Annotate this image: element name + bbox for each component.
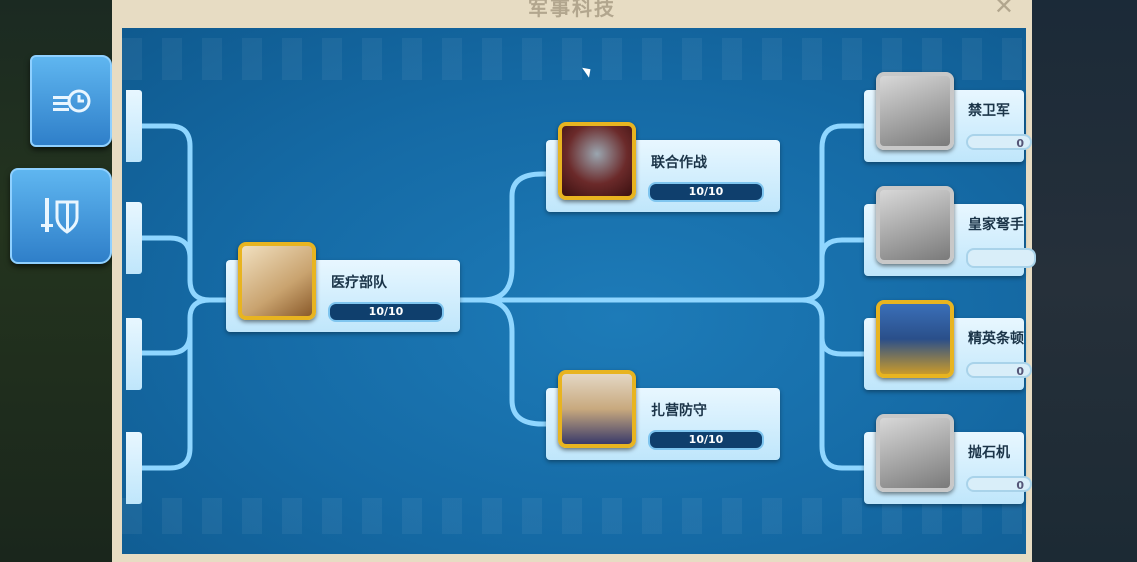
unit-progress-bar: 0 [966,476,1032,492]
unit-card-trebuchet[interactable]: 抛石机 0 [864,414,1032,504]
tech-progress-bar: 10/10 [328,302,444,322]
tech-card-medical[interactable]: 医疗部队 10/10 [226,242,460,332]
unit-name: 抛石机 [968,445,1010,461]
tech-progress-bar: 10/10 [648,430,764,450]
tech-name: 扎营防守 [651,403,707,419]
tech-name: 医疗部队 [331,275,387,291]
tree-stub-1 [126,90,142,162]
close-icon[interactable]: ✕ [993,0,1014,20]
unit-name: 精英条顿 [968,331,1024,347]
window-title: 军事科技 [528,0,616,20]
unit-name: 皇家弩手 [968,217,1024,233]
tree-stub-2 [126,202,142,274]
spear-icon [558,122,636,200]
trebuchet-icon [876,414,954,492]
pattern-border-top [122,38,1026,80]
side-tab-military[interactable] [10,168,112,264]
tech-card-camp-defense[interactable]: 扎营防守 10/10 [546,370,780,460]
tech-progress-bar: 10/10 [648,182,764,202]
side-tab-economy[interactable] [30,55,112,147]
unit-card-teutonic[interactable]: 精英条顿 0 [864,300,1032,390]
guard-icon [876,72,954,150]
unit-progress-bar: 0 [966,134,1032,150]
unit-card-royal-crossbow[interactable]: 皇家弩手 [864,186,1036,276]
tech-card-combined-arms[interactable]: 联合作战 10/10 [546,122,780,212]
unit-progress-bar [966,248,1036,268]
tree-stub-3 [126,318,142,390]
bandage-icon [238,242,316,320]
coin-clock-icon [53,89,91,113]
tree-stub-4 [126,432,142,504]
unit-progress-bar: 0 [966,362,1032,378]
sword-shield-icon [41,198,79,234]
teutonic-knight-icon [876,300,954,378]
tech-name: 联合作战 [651,155,707,171]
tent-icon [558,370,636,448]
unit-name: 禁卫军 [968,103,1010,119]
pattern-border-bottom [122,498,1026,534]
right-background [1032,0,1137,562]
unit-card-guard[interactable]: 禁卫军 0 [864,72,1032,162]
connector-lines [139,123,870,471]
title-bar: 军事科技 ✕ [112,0,1032,28]
crossbowman-icon [876,186,954,264]
